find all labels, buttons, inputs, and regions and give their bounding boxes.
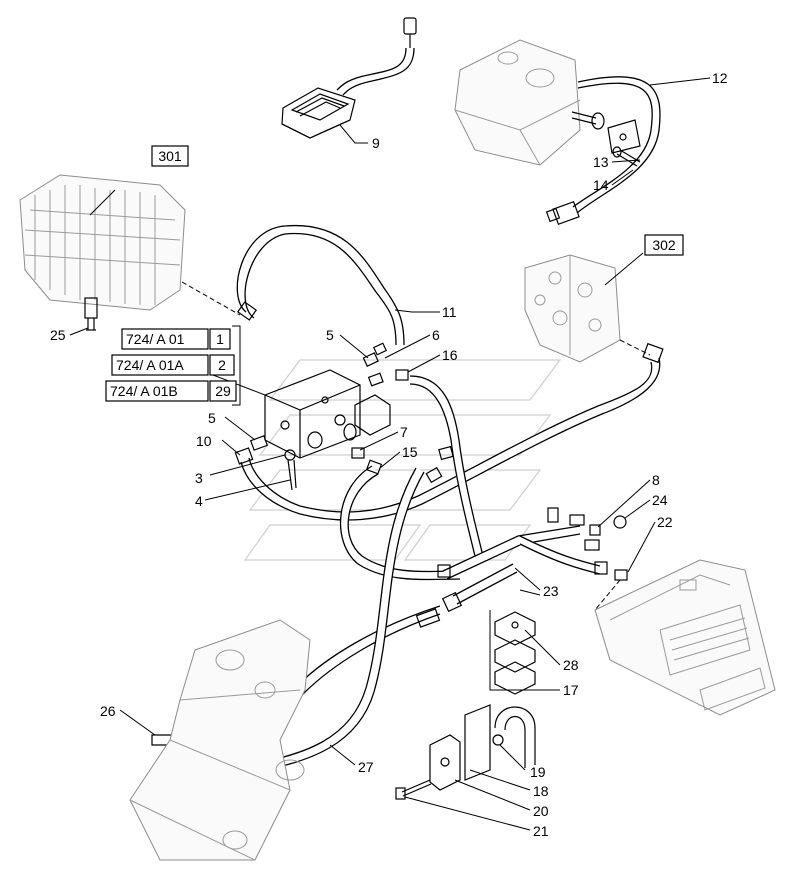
- boom-arm-icon: [129, 619, 311, 861]
- reference-row-3: 724/ A 01B 29: [105, 380, 237, 402]
- ref-301-text: 301: [158, 148, 182, 164]
- part-label-24: 24: [652, 492, 668, 508]
- part-label-15: 15: [402, 444, 418, 460]
- part-label-4: 4: [195, 493, 203, 509]
- u-bolt-bracket-icon: [395, 704, 536, 800]
- hose-302-return-icon: [240, 342, 664, 521]
- part-label-11: 11: [442, 304, 457, 320]
- ref-302-text: 302: [652, 237, 676, 253]
- part-label-14: 14: [593, 177, 609, 193]
- part-label-25: 25: [50, 327, 66, 343]
- clamp-block-icon: [494, 611, 536, 695]
- leader-lines: [69, 77, 711, 831]
- dash-link-tank: [594, 579, 621, 611]
- reference-row-1-ref: 724/ A 01: [126, 331, 185, 347]
- harness-12-icon: [545, 75, 661, 226]
- part-label-28: 28: [563, 657, 579, 673]
- reference-row-2-qty: 2: [218, 357, 226, 373]
- part-label-10: 10: [196, 433, 212, 449]
- part-label-13: 13: [593, 154, 609, 170]
- reference-row-1: 724/ A 01 1: [121, 328, 231, 350]
- part-label-20: 20: [533, 803, 549, 819]
- part-label-18: 18: [533, 783, 549, 799]
- watermark-logo: [243, 359, 562, 561]
- hose-27-icon: [239, 467, 425, 775]
- switch-13-icon: [571, 111, 641, 154]
- reference-row-3-qty: 29: [215, 383, 231, 399]
- reference-row-2: 724/ A 01A 2: [111, 354, 235, 376]
- valve-302-icon: [524, 254, 621, 363]
- part-label-3: 3: [195, 470, 203, 486]
- part-label-26: 26: [100, 703, 116, 719]
- hydraulic-tank-icon: [594, 559, 776, 716]
- assembly-ref-302: 302: [644, 234, 684, 256]
- part-label-16: 16: [442, 347, 458, 363]
- assembly-ref-301: 301: [151, 145, 189, 167]
- part-label-5b: 5: [208, 410, 216, 426]
- cab-console-icon: [454, 39, 581, 166]
- part-label-9: 9: [372, 135, 380, 151]
- part-label-8: 8: [652, 472, 660, 488]
- dash-link-302: [619, 339, 651, 356]
- part-label-6: 6: [432, 327, 440, 343]
- part-label-23: 23: [543, 583, 559, 599]
- reference-row-2-ref: 724/ A 01A: [116, 357, 184, 373]
- part-label-12: 12: [712, 70, 728, 86]
- part-label-19: 19: [530, 764, 546, 780]
- part-label-5a: 5: [326, 327, 334, 343]
- part-label-22: 22: [657, 514, 673, 530]
- part-label-21: 21: [533, 823, 549, 839]
- hose-23-icon: [442, 525, 602, 605]
- part-label-17: 17: [563, 682, 579, 698]
- hose-16-icon: [409, 375, 485, 562]
- hose-11-icon: [236, 224, 405, 346]
- foot-pedal-icon: [281, 17, 417, 139]
- hose-15-icon: [339, 465, 461, 581]
- reference-row-3-ref: 724/ A 01B: [110, 383, 178, 399]
- dash-link-301: [181, 281, 241, 316]
- reference-row-1-qty: 1: [216, 331, 224, 347]
- control-valve-301-icon: [19, 174, 186, 331]
- part-label-7: 7: [400, 424, 408, 440]
- reference-table: 724/ A 01 1 724/ A 01A 2 724/ A 01B 29: [105, 325, 266, 406]
- part-label-27: 27: [358, 759, 374, 775]
- part-labels: 9 12 13 14 25 11 5 6 16 5 10 7 15 3 4 8 …: [50, 70, 728, 839]
